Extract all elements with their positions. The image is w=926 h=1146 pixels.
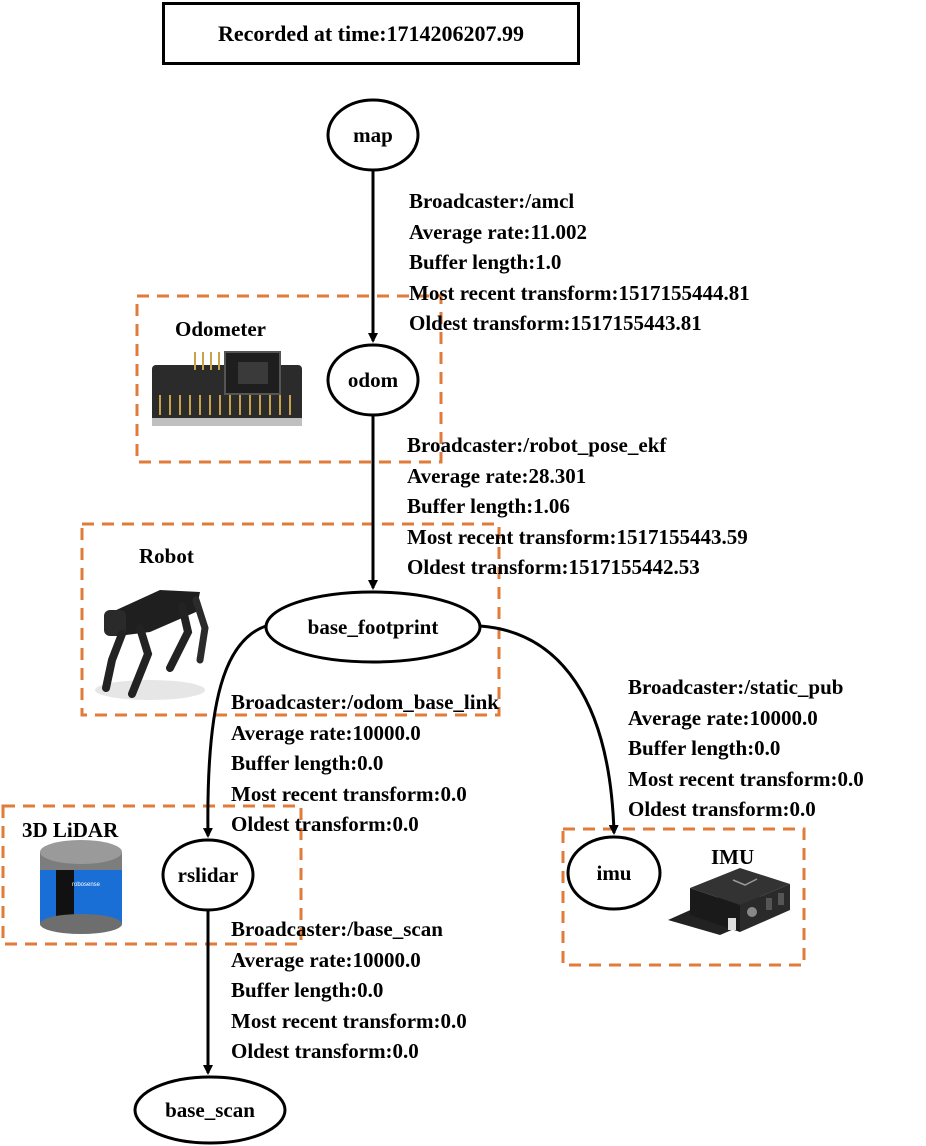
node-imu-label: imu [596, 861, 631, 885]
broadcaster-text: Broadcaster:/odom_base_link [231, 690, 499, 714]
imu-sensor-icon [668, 868, 790, 935]
oldest-transform-text: Oldest transform:0.0 [231, 812, 419, 836]
robot-dog-icon [95, 590, 209, 700]
most-recent-transform-text: Most recent transform:0.0 [231, 1008, 467, 1033]
node-rslidar[interactable]: rslidar [161, 838, 255, 912]
oldest-transform-text: Oldest transform:0.0 [231, 1039, 419, 1063]
svg-text:robosense: robosense [72, 882, 101, 888]
broadcaster-text: Broadcaster:/robot_pose_ekf [407, 433, 667, 457]
average-rate-text: Average rate:10000.0 [231, 720, 421, 745]
odometer-group-label: Odometer [175, 317, 266, 341]
edge-info-base-footprint-imu: Broadcaster:/static_pub Average rate:100… [628, 672, 864, 825]
edge-base-footprint-imu [479, 624, 619, 835]
edge-base-footprint-rslidar [202, 624, 267, 838]
edge-info-map-odom: Broadcaster:/amcl Average rate:11.002 Bu… [409, 186, 750, 339]
recorded-time-box: Recorded at time:1714206207.99 [162, 2, 580, 65]
buffer-length-text: Buffer length:0.0 [231, 978, 384, 1002]
buffer-length-text: Buffer length:1.0 [409, 250, 562, 274]
robot-group-box [80, 522, 501, 717]
buffer-length-text: Buffer length:0.0 [231, 751, 384, 775]
edge-info-base-footprint-rslidar: Broadcaster:/odom_base_link Average rate… [231, 687, 499, 840]
broadcaster-text: Broadcaster:/base_scan [231, 917, 443, 941]
average-rate-text: Average rate:11.002 [409, 219, 588, 244]
oldest-transform-text: Oldest transform:1517155443.81 [409, 311, 702, 335]
average-rate-text: Average rate:28.301 [407, 463, 587, 488]
node-map-label: map [353, 123, 393, 147]
most-recent-transform-text: Most recent transform:1517155443.59 [407, 524, 748, 549]
broadcaster-text: Broadcaster:/static_pub [628, 675, 844, 699]
node-base-footprint[interactable]: base_footprint [264, 590, 482, 664]
node-map[interactable]: map [326, 98, 420, 172]
node-odom[interactable]: odom [326, 343, 420, 417]
lidar-group-label: 3D LiDAR [22, 818, 119, 842]
average-rate-text: Average rate:10000.0 [628, 705, 818, 730]
recorded-time-label: Recorded at time:1714206207.99 [217, 20, 525, 46]
oldest-transform-text: Oldest transform:0.0 [628, 797, 816, 821]
average-rate-text: Average rate:10000.0 [231, 947, 421, 972]
odometer-board-icon [152, 351, 302, 426]
lidar-sensor-icon: robosense [40, 840, 122, 934]
node-rslidar-label: rslidar [178, 863, 239, 887]
oldest-transform-text: Oldest transform:1517155442.53 [407, 555, 700, 579]
buffer-length-text: Buffer length:1.06 [407, 494, 570, 518]
imu-group-label: IMU [711, 845, 755, 869]
lidar-group-box [1, 804, 303, 946]
imu-group-box [561, 827, 806, 967]
node-odom-label: odom [348, 368, 399, 392]
most-recent-transform-text: Most recent transform:1517155444.81 [409, 280, 750, 305]
most-recent-transform-text: Most recent transform:0.0 [628, 766, 864, 791]
broadcaster-text: Broadcaster:/amcl [409, 189, 575, 213]
node-base-footprint-label: base_footprint [308, 615, 439, 639]
node-base-scan-label: base_scan [165, 1098, 255, 1122]
buffer-length-text: Buffer length:0.0 [628, 736, 781, 760]
robot-group-label: Robot [139, 544, 194, 568]
odometer-group-box [135, 294, 443, 464]
edge-info-odom-base-footprint: Broadcaster:/robot_pose_ekf Average rate… [407, 430, 748, 583]
node-imu[interactable]: imu [566, 835, 662, 911]
most-recent-transform-text: Most recent transform:0.0 [231, 781, 467, 806]
node-base-scan[interactable]: base_scan [133, 1075, 287, 1145]
edge-info-rslidar-base-scan: Broadcaster:/base_scan Average rate:1000… [231, 914, 467, 1067]
